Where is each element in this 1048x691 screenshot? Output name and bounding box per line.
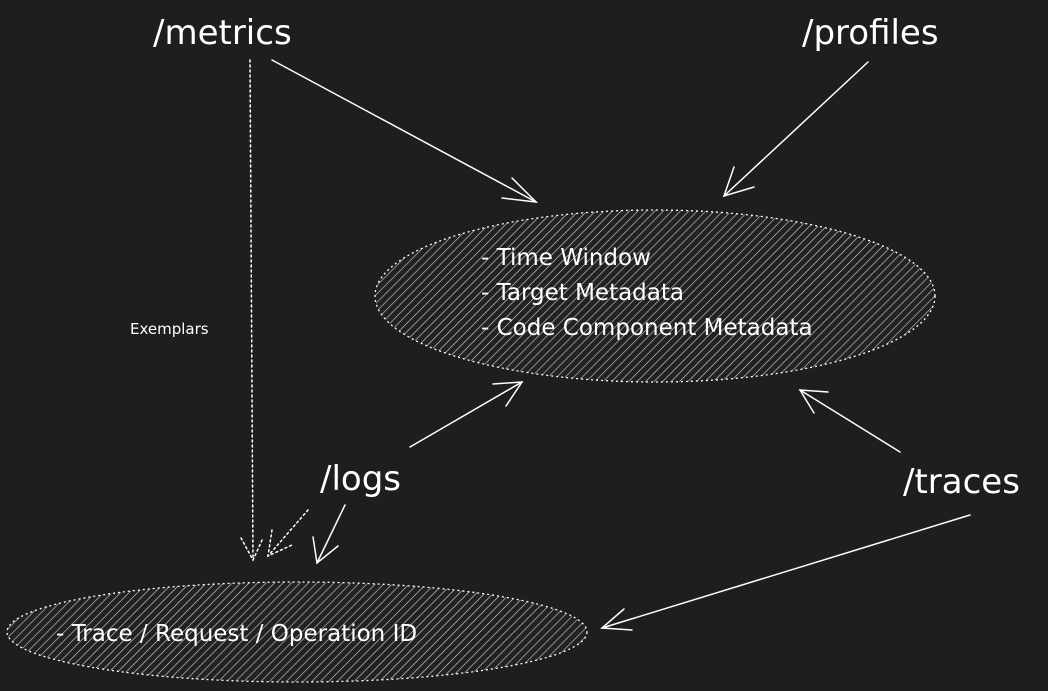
arrow-traces-to-id bbox=[600, 514, 971, 631]
id-ellipse bbox=[6, 581, 588, 683]
node-logs: /logs bbox=[320, 459, 401, 499]
node-metrics: /metrics bbox=[153, 13, 292, 53]
arrow-logs-to-id bbox=[312, 504, 346, 565]
arrow-logs-to-context bbox=[409, 381, 524, 448]
node-traces: /traces bbox=[903, 462, 1020, 502]
arrow-traces-to-context bbox=[798, 389, 901, 453]
context-line-target-metadata: - Target Metadata bbox=[481, 280, 684, 306]
id-ellipse-label: - Trace / Request / Operation ID bbox=[56, 621, 417, 647]
edge-label-exemplars: Exemplars bbox=[130, 320, 209, 338]
arrow-profiles-to-context bbox=[722, 61, 869, 198]
arrow-metrics-exemplars bbox=[240, 59, 264, 562]
context-line-code-component-metadata: - Code Component Metadata bbox=[481, 315, 813, 341]
node-profiles: /profiles bbox=[802, 13, 939, 53]
context-line-time-window: - Time Window bbox=[481, 245, 651, 271]
arrow-metrics-to-context bbox=[271, 59, 539, 203]
arrow-logs-to-id-dotted bbox=[267, 509, 309, 558]
context-ellipse bbox=[374, 209, 936, 383]
